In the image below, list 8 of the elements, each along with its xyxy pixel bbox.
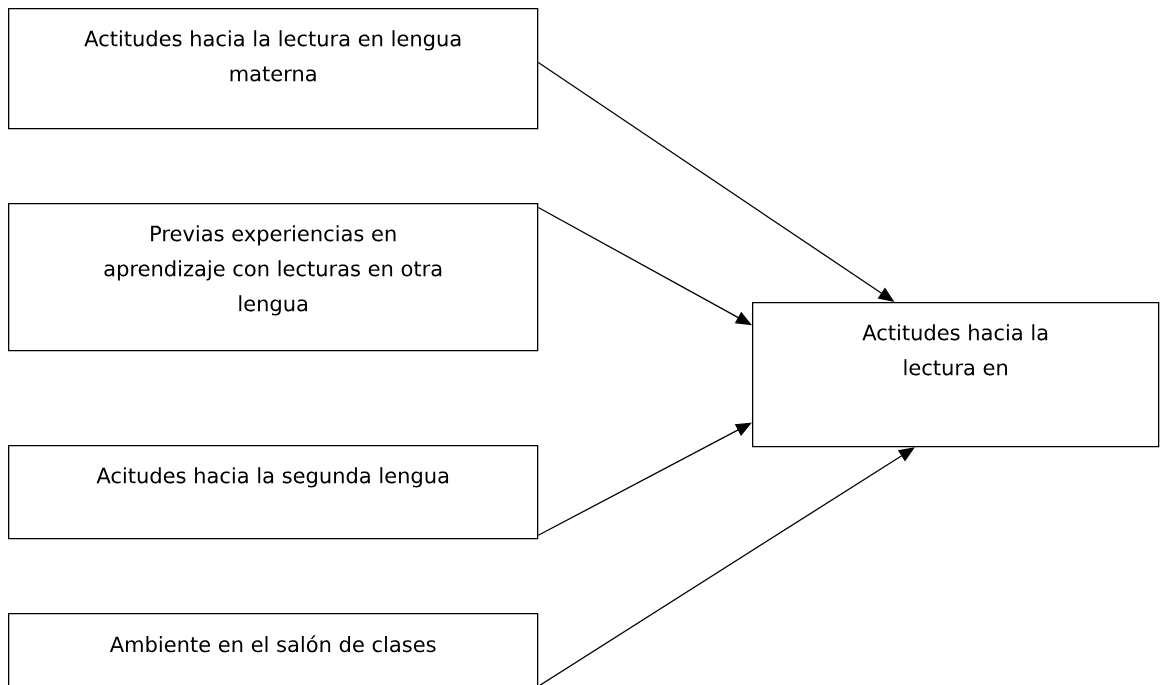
- text-box: Ambiente en el salón de clases: [8, 613, 539, 685]
- text-box: Previas experiencias en aprendizaje con lecturas en otra lengua: [8, 203, 539, 352]
- text-box: Acitudes hacia la segunda lengua: [8, 445, 539, 540]
- arrow: [537, 206, 752, 326]
- arrow: [537, 422, 752, 536]
- text-box: Actitudes hacia la lectura en lengua materna: [8, 8, 539, 130]
- text-box: Actitudes hacia la lectura en: [752, 302, 1160, 448]
- arrow: [537, 447, 915, 685]
